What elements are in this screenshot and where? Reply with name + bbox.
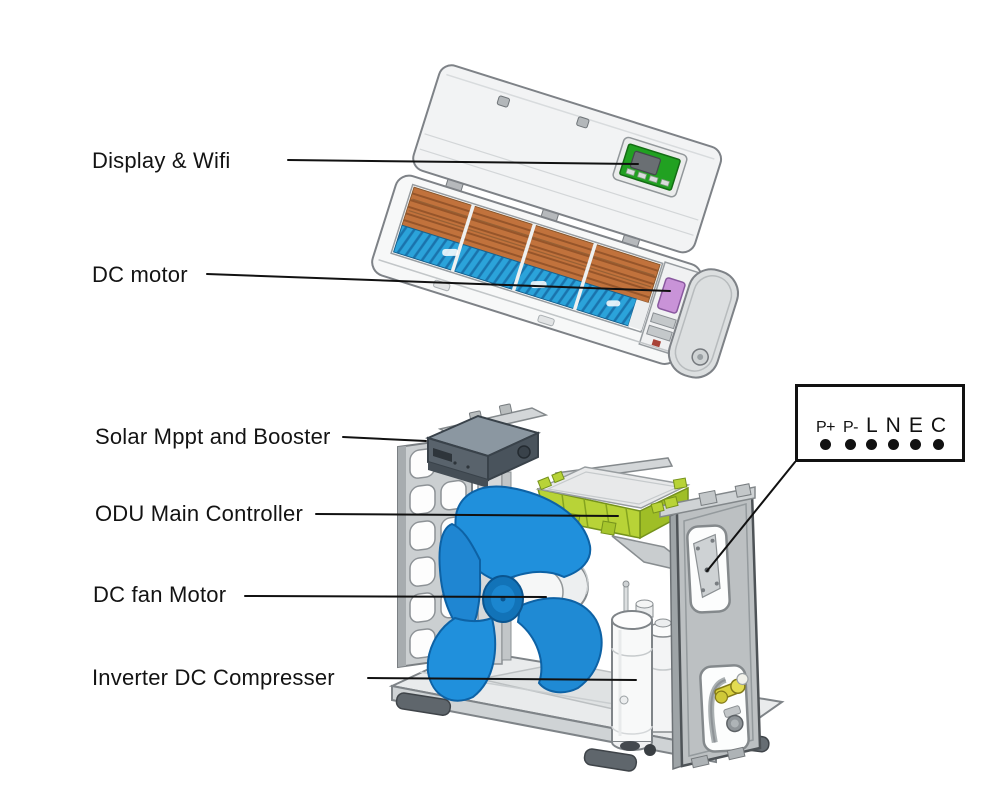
- terminal-e: E: [909, 415, 923, 450]
- idu-body: [371, 174, 703, 365]
- terminal-block: P+ P- L N E C: [795, 384, 965, 462]
- outdoor-unit: [388, 403, 785, 772]
- callout-line-dc-fan-motor: [244, 595, 547, 598]
- terminal-dot-icon: [819, 439, 831, 450]
- callout-line-odu-controller: [315, 513, 619, 517]
- terminal-label: N: [885, 414, 901, 437]
- valve-access-window: [699, 664, 750, 753]
- odu-axial-fan: [426, 485, 603, 702]
- terminal-label: P+: [815, 419, 836, 436]
- controller-clips: [537, 470, 688, 491]
- callout-line-solar-mppt: [342, 436, 427, 442]
- inverter-dc-compressor: [611, 580, 685, 756]
- display-wifi-module: [612, 136, 688, 198]
- compressor-shell: [611, 610, 653, 751]
- terminal-dot-icon: [910, 439, 922, 450]
- indoor-unit: [371, 64, 739, 379]
- terminal-p-minus: P-: [843, 420, 858, 450]
- label-odu-main-controller: ODU Main Controller: [95, 501, 303, 526]
- callout-line-display-wifi: [287, 159, 639, 165]
- idu-connectors: [646, 312, 677, 342]
- odu-side-panel: [650, 483, 762, 771]
- terminal-dot-icon: [887, 439, 899, 450]
- callout-lines: [206, 159, 796, 681]
- callout-line-terminal-block: [706, 461, 796, 572]
- terminal-c: C: [931, 415, 946, 450]
- terminal-dot-icon: [844, 439, 856, 450]
- terminal-label: C: [930, 414, 947, 437]
- label-dc-motor: DC motor: [92, 262, 188, 287]
- terminal-label: E: [908, 414, 923, 437]
- idu-grille-bars: [450, 204, 598, 311]
- solar-mppt-booster-box: [425, 414, 541, 488]
- terminal-label: L: [865, 414, 878, 437]
- service-valves: [714, 672, 749, 733]
- idu-front-panel: [412, 64, 723, 254]
- lid-clips: [496, 95, 590, 129]
- terminal-l: L: [866, 415, 878, 450]
- label-inverter-dc-compresser: Inverter DC Compresser: [92, 665, 335, 690]
- idu-end-cap: [667, 268, 739, 379]
- label-solar-mppt-booster: Solar Mppt and Booster: [95, 424, 331, 449]
- terminal-label: P-: [842, 419, 859, 436]
- terminal-n: N: [886, 415, 901, 450]
- terminal-dot-icon: [866, 439, 878, 450]
- label-display-wifi: Display & Wifi: [92, 148, 231, 173]
- terminal-p-plus: P+: [816, 420, 835, 450]
- callout-line-dc-motor: [206, 273, 671, 292]
- label-dc-fan-motor: DC fan Motor: [93, 582, 227, 607]
- terminal-dot-icon: [932, 439, 944, 450]
- callout-line-compressor: [367, 677, 637, 681]
- idu-dc-motor: [657, 277, 686, 314]
